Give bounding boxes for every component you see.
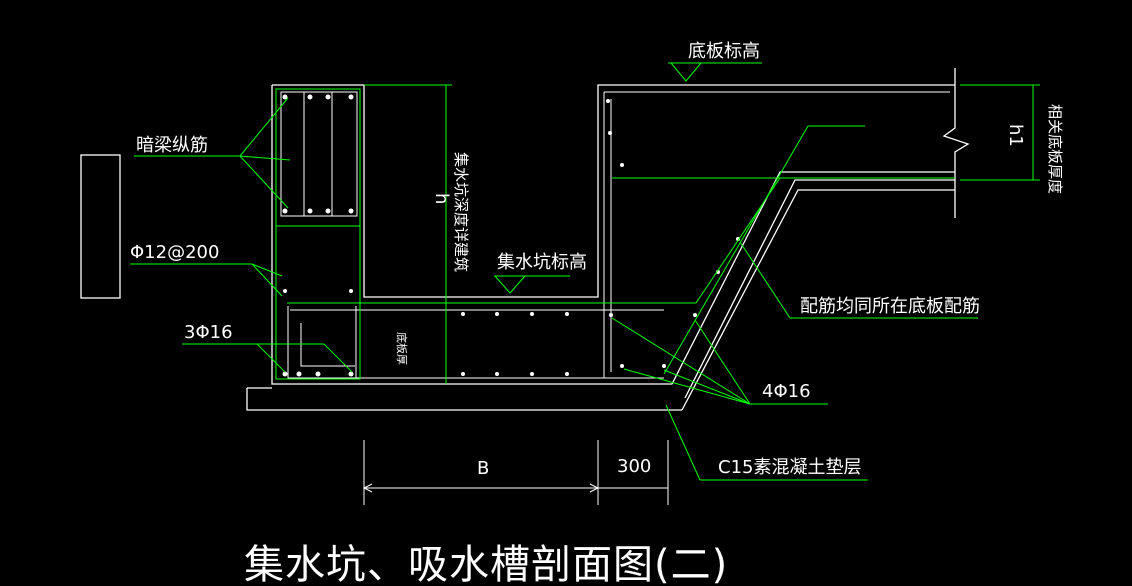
pit-elevation-label: 集水坑标高 — [497, 252, 587, 273]
dim-300-label: 300 — [617, 456, 651, 477]
bars-4-label: 4Φ16 — [762, 381, 811, 402]
leader-lines — [130, 62, 1040, 481]
small-note-label: 底板厚 — [395, 332, 409, 365]
concrete-outline — [80, 68, 970, 411]
dim-b-label: B — [477, 458, 489, 479]
h1-label: h1 — [1005, 124, 1026, 147]
hidden-beam-label: 暗梁纵筋 — [136, 135, 208, 156]
bars-3-label: 3Φ16 — [184, 322, 233, 343]
reinforcement — [280, 91, 950, 379]
c15-cushion-label: C15素混凝土垫层 — [718, 457, 861, 478]
drawing-title: 集水坑、吸水槽剖面图(二) — [244, 542, 728, 586]
same-as-slab-label: 配筋均同所在底板配筋 — [800, 296, 980, 317]
bottom-dimension — [362, 440, 669, 505]
rebar-dots — [282, 94, 740, 377]
bar-spacing-label: Φ12@200 — [130, 242, 219, 263]
floor-elevation-label: 底板标高 — [688, 41, 760, 62]
h-label: h — [431, 193, 452, 204]
pit-depth-label: 集水坑深度详建筑 — [452, 152, 470, 272]
slab-thickness-label: 相关底板厚度 — [1046, 104, 1064, 194]
